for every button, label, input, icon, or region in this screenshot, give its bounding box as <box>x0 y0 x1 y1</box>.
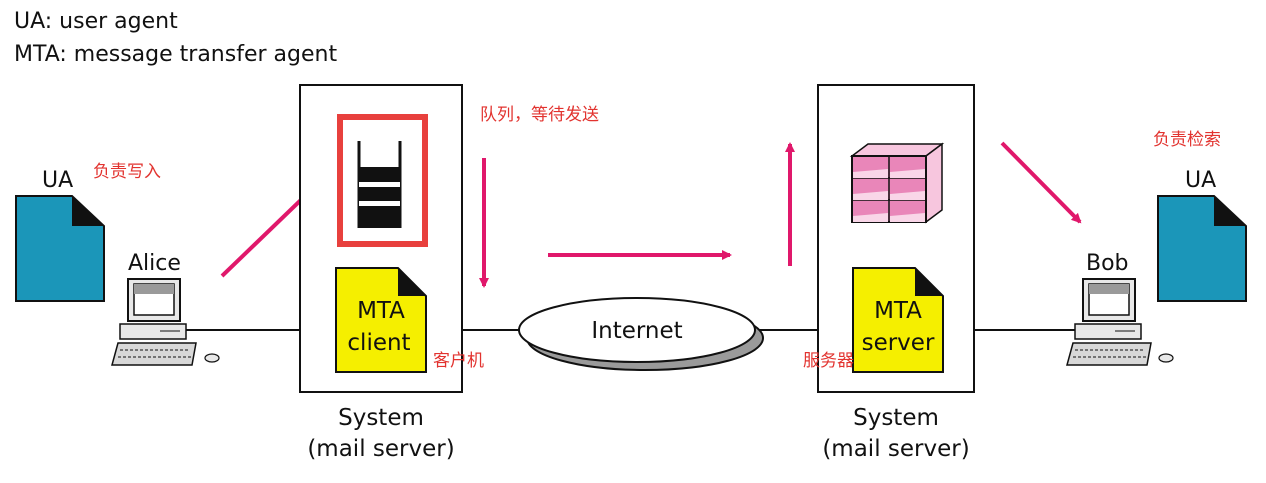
right-system-sublabel: (mail server) <box>822 436 969 462</box>
left-system-label: System <box>338 405 424 431</box>
mta-server-line2: server <box>862 330 935 356</box>
bob-label: Bob <box>1086 251 1129 276</box>
legend-ua: UA: user agent <box>14 9 178 34</box>
queue-highlight-frame <box>337 114 428 247</box>
left-write-note: 负责写入 <box>93 162 161 182</box>
left-ua-label: UA <box>42 168 73 193</box>
queue-note: 队列，等待发送 <box>480 105 599 125</box>
left-ua-document-icon <box>15 195 105 302</box>
bob-computer-icon <box>1066 278 1174 366</box>
mta-server-line1: MTA <box>874 298 922 324</box>
right-retrieve-note: 负责检索 <box>1153 130 1221 150</box>
mailbox-icon <box>849 142 945 224</box>
mta-client-line2: client <box>347 330 410 356</box>
mta-client-line1: MTA <box>357 298 405 324</box>
alice-label: Alice <box>128 251 181 276</box>
left-system-sublabel: (mail server) <box>307 436 454 462</box>
internet-cloud-icon <box>518 297 764 371</box>
outgoing-queue-icon <box>357 141 402 228</box>
mta-server-box <box>852 267 944 373</box>
right-ua-document-icon <box>1157 195 1247 302</box>
right-system-label: System <box>853 405 939 431</box>
internet-label: Internet <box>591 318 682 344</box>
client-role-note: 客户机 <box>433 351 484 371</box>
mta-client-box <box>335 267 427 373</box>
alice-computer-icon <box>111 278 220 366</box>
arrow-mailbox-to-bob <box>1000 141 1082 224</box>
server-role-note: 服务器 <box>803 351 854 371</box>
right-ua-label: UA <box>1185 168 1216 193</box>
legend-mta: MTA: message transfer agent <box>14 42 337 67</box>
